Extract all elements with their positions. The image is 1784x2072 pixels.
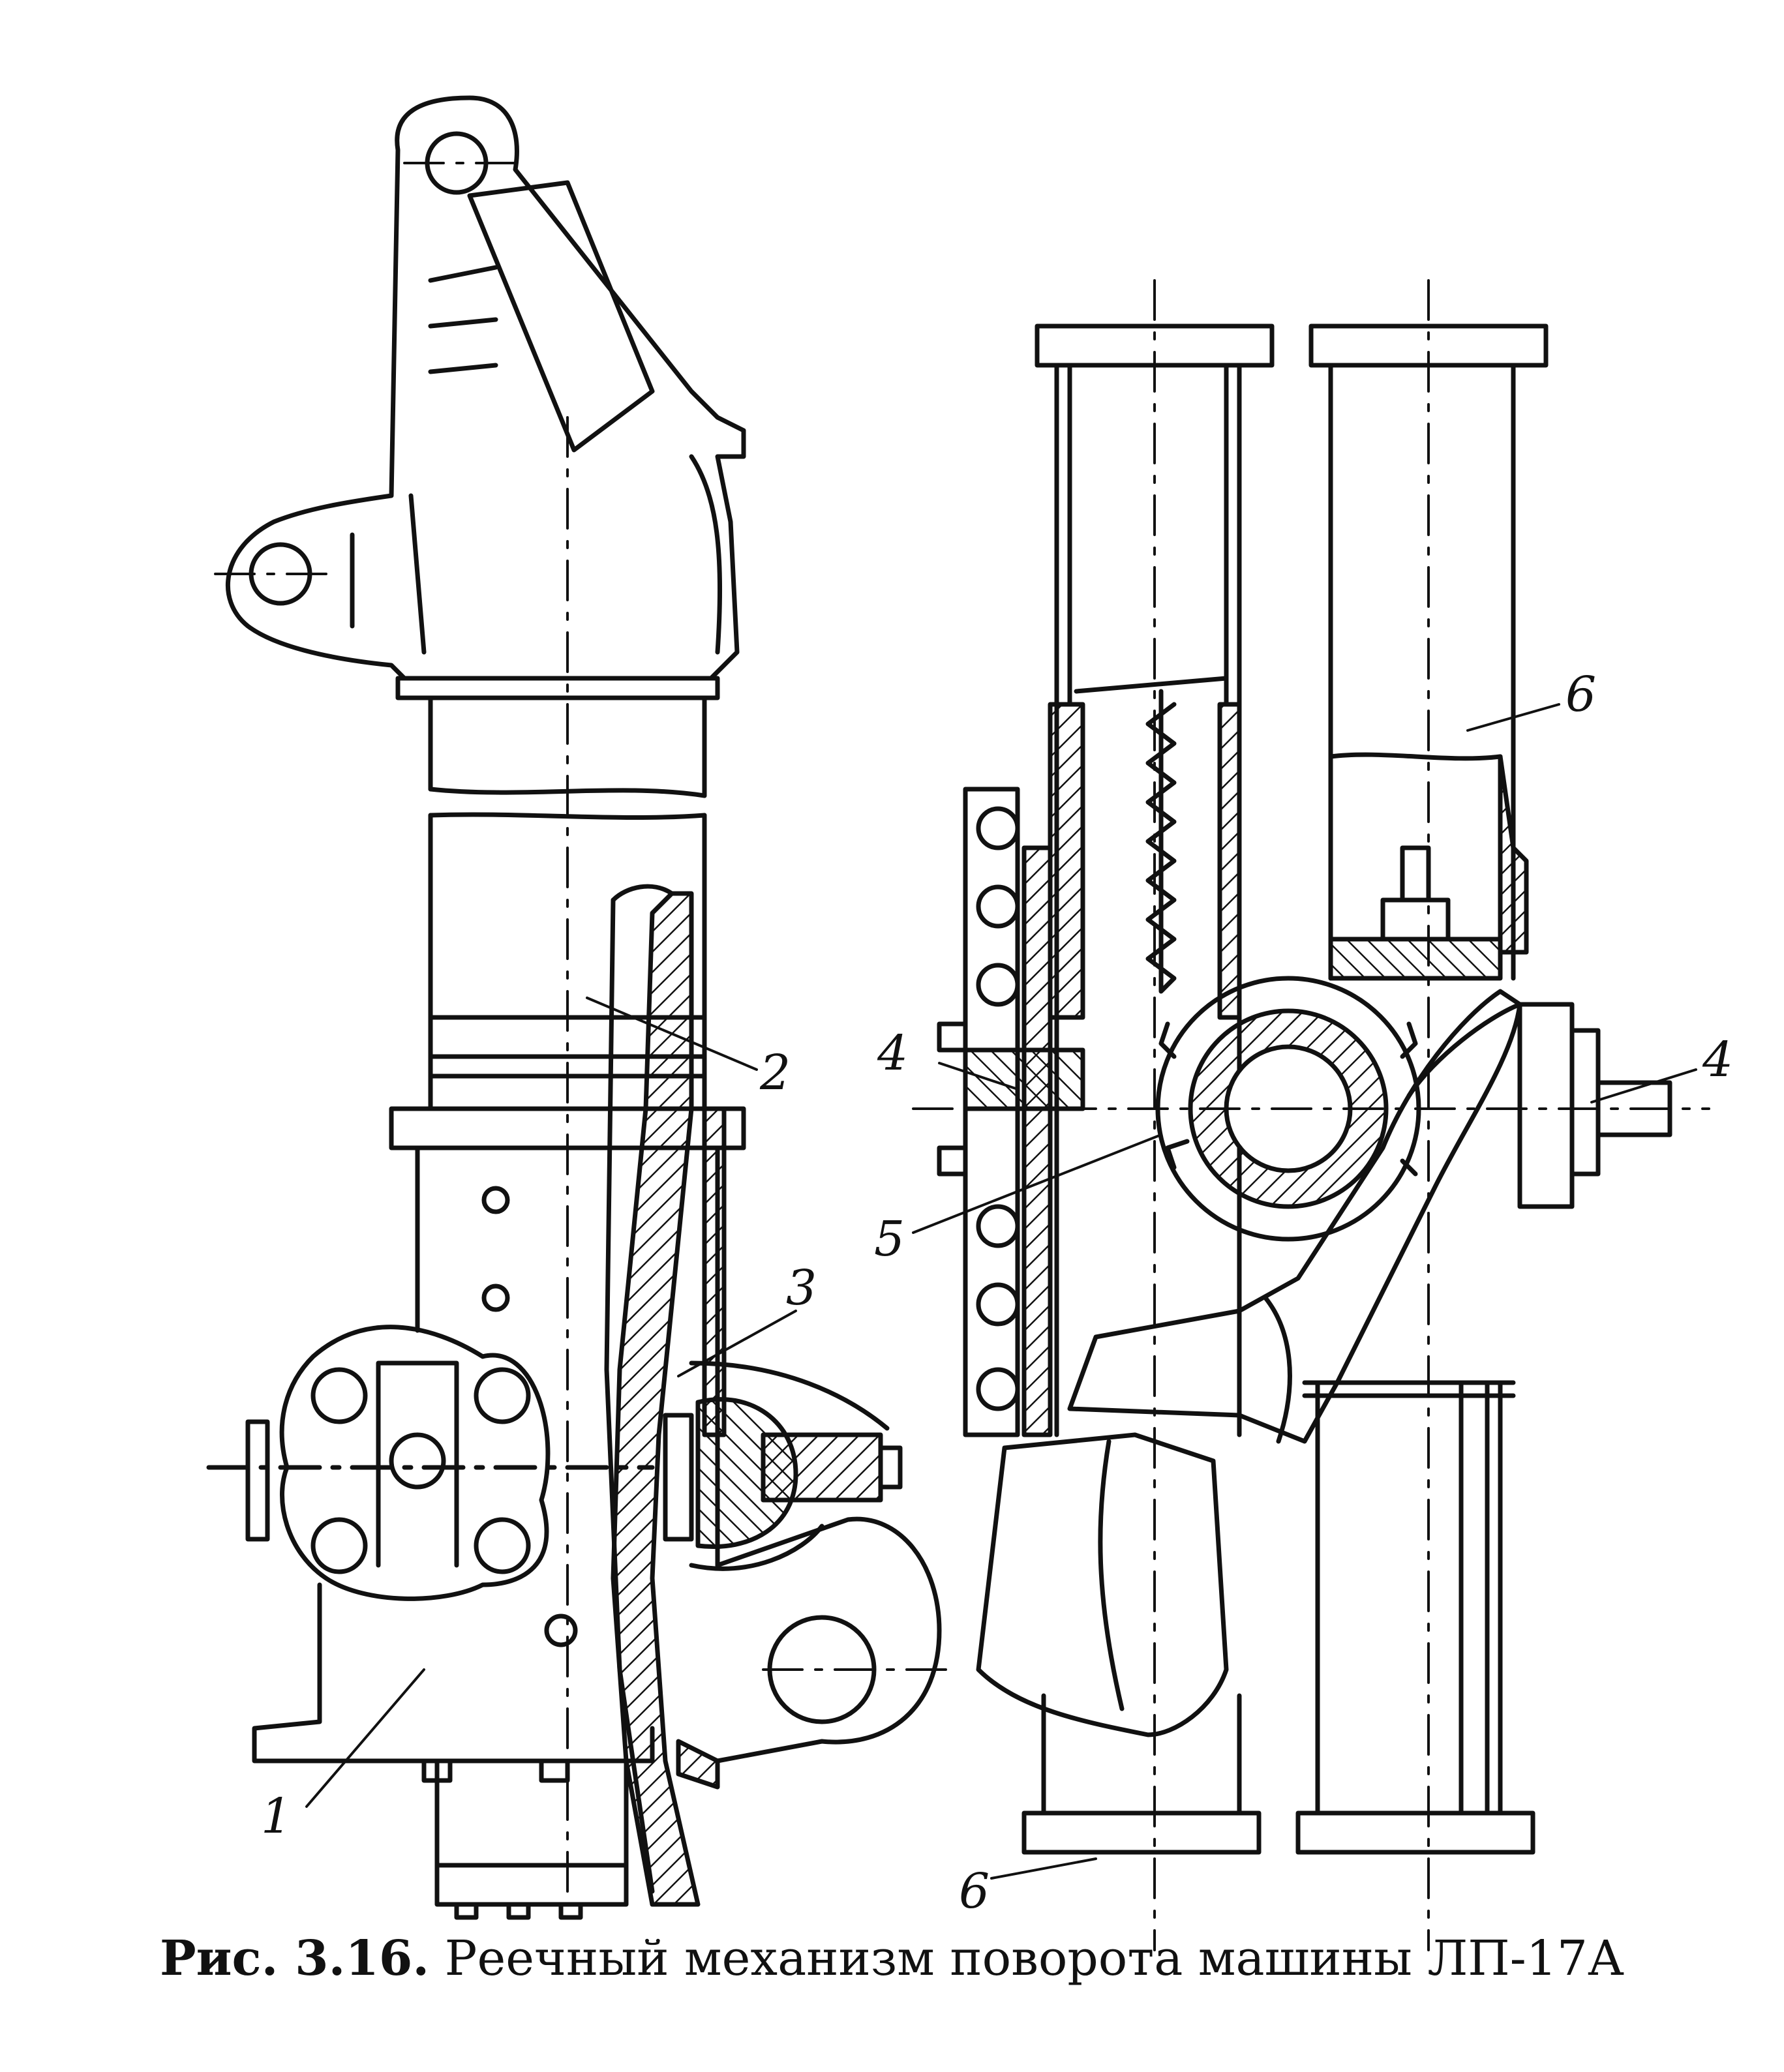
tie-rods <box>1302 1380 1516 1816</box>
figure-caption: Рис. 3.16. Реечный механизм поворота маш… <box>0 1930 1784 1987</box>
section-wall <box>604 884 727 1907</box>
callout-labels: 1 2 3 4 4 5 6 6 <box>261 667 1733 1919</box>
callout-4-right: 4 <box>1702 1032 1733 1088</box>
fasteners <box>481 1186 578 1647</box>
callout-6-top: 6 <box>1565 667 1596 723</box>
callout-3: 3 <box>786 1260 817 1316</box>
rack-teeth <box>1145 689 1177 994</box>
callout-4-left: 4 <box>877 1025 908 1081</box>
callout-1: 1 <box>261 1788 292 1844</box>
left-bracket-plate <box>937 787 1085 1437</box>
callout-2: 2 <box>759 1045 791 1101</box>
lower-eye <box>676 1516 942 1790</box>
pinion-section <box>663 1360 903 1571</box>
figure-label: Рис. 3.16. <box>160 1930 430 1987</box>
right-view-assembly <box>912 279 1710 1951</box>
leader-lines <box>305 703 1697 1880</box>
base-flange <box>252 1582 655 1920</box>
left-view-assembly <box>206 95 954 1920</box>
callout-5: 5 <box>874 1211 905 1267</box>
right-flange <box>1406 1002 1672 1209</box>
right-centerlines <box>912 279 1710 1951</box>
figure-title: Реечный механизм поворота машины ЛП-17А <box>444 1930 1624 1987</box>
upper-bracket <box>226 95 746 681</box>
cylinder-left <box>1021 323 1275 1855</box>
left-centerlines <box>214 162 954 1893</box>
callout-6-bottom: 6 <box>959 1863 990 1919</box>
gear-housing <box>206 1325 655 1601</box>
